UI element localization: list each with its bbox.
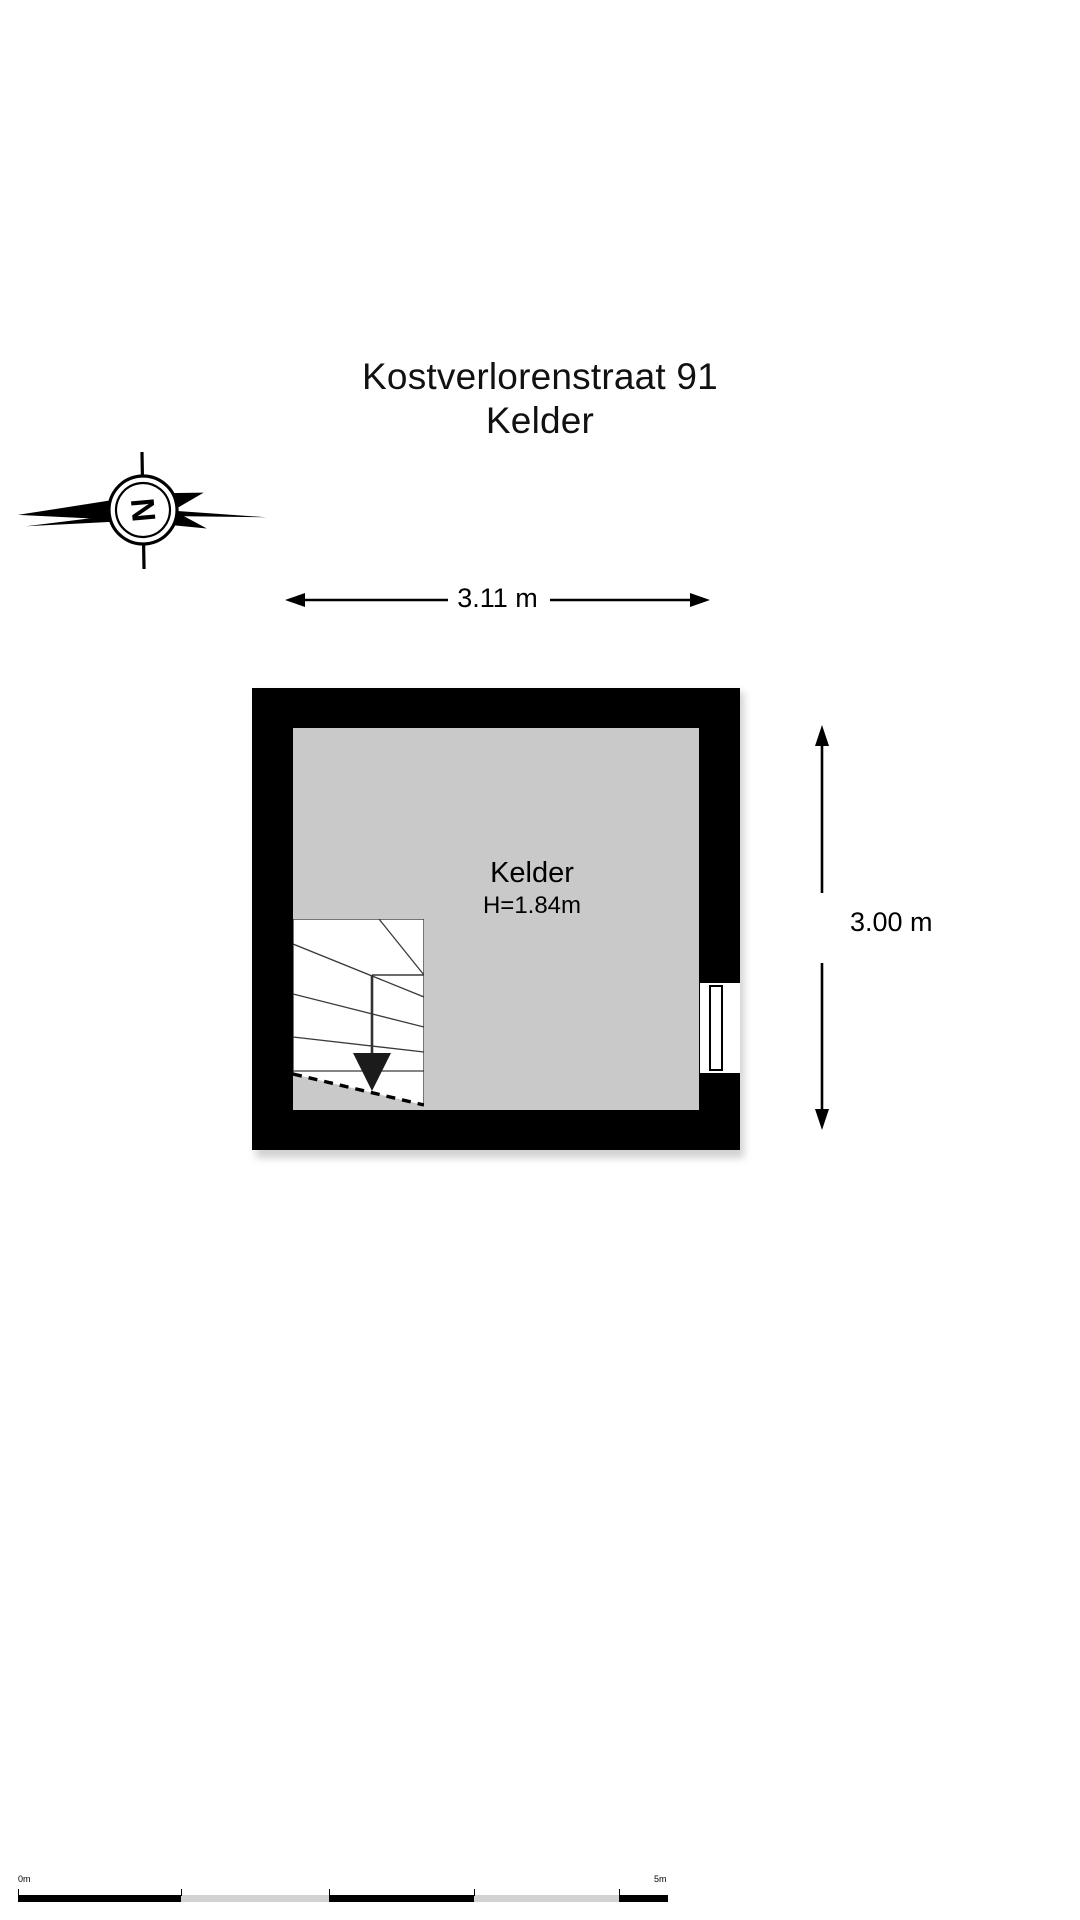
scale-tick bbox=[18, 1889, 19, 1896]
compass-north-letter: N bbox=[124, 497, 163, 524]
stair-break-line bbox=[292, 1072, 425, 1107]
compass-rose-icon: N bbox=[10, 445, 300, 575]
room-name: Kelder bbox=[490, 857, 574, 889]
window-frame bbox=[709, 985, 723, 1071]
room-label: Kelder H=1.84m bbox=[402, 856, 662, 921]
scale-end-label: 5m bbox=[654, 1874, 667, 1884]
title-address: Kostverlorenstraat 91 bbox=[362, 356, 718, 397]
scale-segment bbox=[18, 1895, 181, 1902]
scale-tick bbox=[329, 1889, 330, 1896]
floor-plan: Kelder H=1.84m bbox=[252, 688, 744, 1158]
page-title: Kostverlorenstraat 91 Kelder bbox=[0, 355, 1080, 442]
room-height-label: H=1.84m bbox=[482, 892, 582, 920]
scale-segment bbox=[329, 1895, 474, 1902]
staircase bbox=[292, 918, 425, 1111]
scale-segment bbox=[474, 1895, 619, 1902]
dimension-height: 3.00 m bbox=[790, 725, 980, 1130]
scale-tick bbox=[181, 1889, 182, 1896]
title-floor: Kelder bbox=[485, 399, 595, 441]
scale-segment bbox=[619, 1895, 668, 1902]
window-east bbox=[700, 983, 740, 1073]
down-arrow-icon bbox=[353, 1053, 391, 1091]
scale-tick bbox=[619, 1889, 620, 1896]
dimension-width: 3.11 m bbox=[285, 575, 710, 635]
scale-tick bbox=[474, 1889, 475, 1896]
dimension-height-label: 3.00 m bbox=[850, 907, 933, 937]
scale-segment bbox=[181, 1895, 329, 1902]
scale-bar: 0m 5m bbox=[18, 1874, 668, 1917]
dimension-width-label: 3.11 m bbox=[457, 583, 538, 613]
scale-start-label: 0m bbox=[18, 1874, 31, 1884]
